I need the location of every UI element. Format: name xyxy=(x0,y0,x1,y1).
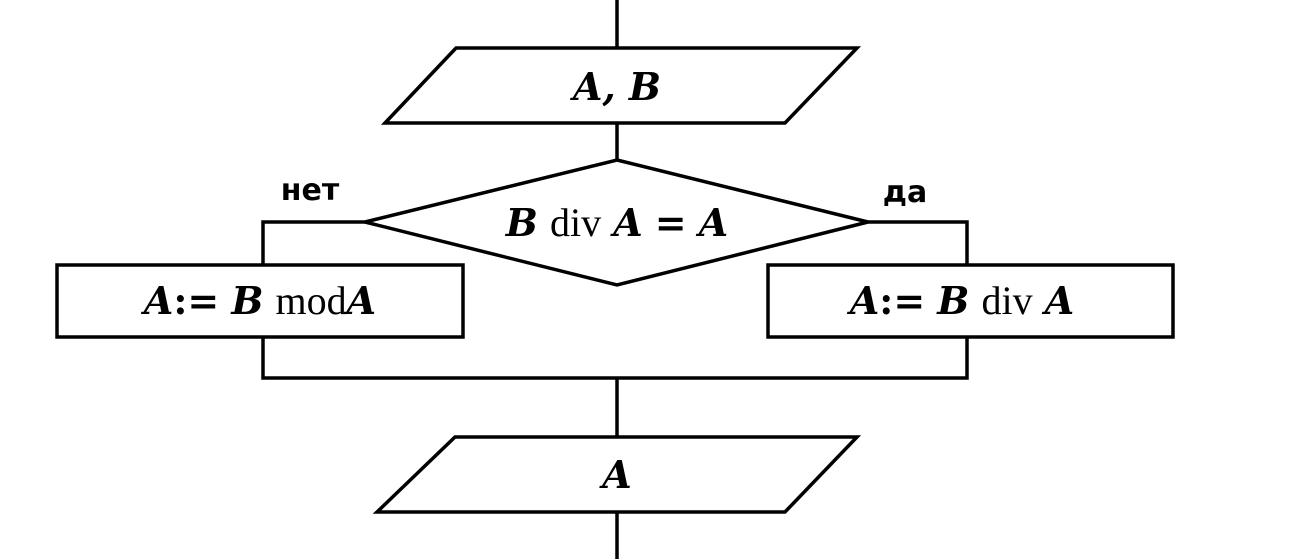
no-action-box xyxy=(55,263,465,339)
yes-action-left: B xyxy=(936,278,969,323)
no-action-text: A:= B modA xyxy=(141,278,376,323)
connector-merge xyxy=(261,337,969,380)
connector-no-branch xyxy=(261,220,365,265)
condition-diamond xyxy=(364,158,869,287)
no-action-keyword: mod xyxy=(276,278,347,323)
branch-yes-label: да xyxy=(883,175,927,210)
branch-no-label: нет xyxy=(281,173,340,208)
yes-action-target: A xyxy=(847,278,879,323)
condition-keyword: div xyxy=(550,200,601,245)
condition-right: A xyxy=(696,200,728,245)
yes-action-keyword: div xyxy=(981,278,1032,323)
output-text: A xyxy=(599,452,631,497)
condition-left: B xyxy=(505,200,538,245)
no-action-right: A xyxy=(344,278,376,323)
output-parallelogram xyxy=(372,435,862,514)
condition-mid: A xyxy=(610,200,642,245)
input-text: A, B xyxy=(570,64,661,109)
condition-eq: = xyxy=(655,200,687,245)
input-parallelogram xyxy=(380,46,862,125)
yes-action-box xyxy=(766,263,1175,339)
no-action-target: A xyxy=(141,278,173,323)
yes-action-assign: := xyxy=(879,278,925,323)
no-action-left: B xyxy=(230,278,263,323)
condition-text: B div A = A xyxy=(505,200,728,245)
yes-action-text: A:= B div A xyxy=(847,278,1074,323)
yes-action-right: A xyxy=(1042,278,1074,323)
no-action-assign: := xyxy=(173,278,219,323)
connector-yes-branch xyxy=(868,220,969,265)
